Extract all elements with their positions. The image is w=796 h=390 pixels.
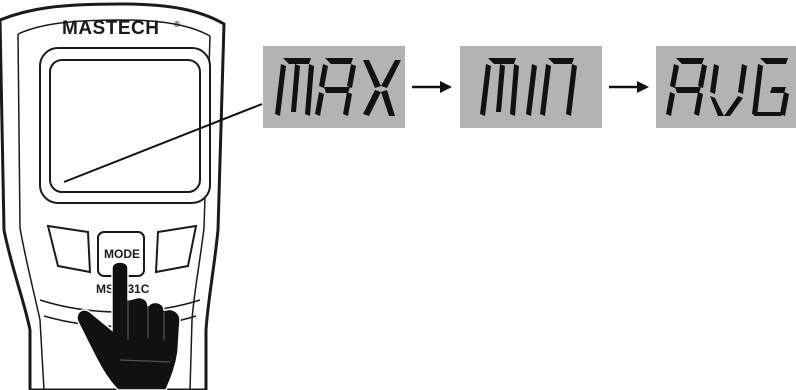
sequence-label-min: MIN xyxy=(530,139,532,141)
segment-glyph-a xyxy=(315,58,356,116)
panel-segments xyxy=(275,58,401,116)
display-panel-min xyxy=(460,46,602,128)
panel-segments xyxy=(480,58,577,116)
pressing-hand-icon xyxy=(76,261,181,390)
display-panel-avg xyxy=(656,46,796,128)
segment-glyph-i xyxy=(526,64,537,116)
segment-glyph-v xyxy=(710,64,747,116)
left-button[interactable] xyxy=(46,224,92,274)
segment-glyph-x xyxy=(363,60,401,116)
panel-segments xyxy=(666,58,789,116)
callout-line xyxy=(63,103,263,183)
mode-button-label: MODE xyxy=(104,247,140,261)
display-panel-max xyxy=(263,46,405,128)
lcd-screen xyxy=(49,59,201,193)
arrow-min-to-avg xyxy=(609,81,649,93)
brand-label: MASTECH xyxy=(62,18,159,39)
segment-glyph-g xyxy=(752,58,789,116)
sequence-label-avg: AVG xyxy=(725,138,727,141)
sequence-label-max: MAX xyxy=(333,138,336,141)
segment-glyph-n xyxy=(540,58,577,116)
segment-glyph-m xyxy=(480,58,519,116)
brand-registered-mark: ® xyxy=(174,20,180,29)
right-button[interactable] xyxy=(154,224,198,274)
device-inner-rim-left xyxy=(17,33,45,390)
segment-glyph-a xyxy=(666,58,707,116)
arrow-max-to-min xyxy=(412,81,452,93)
segment-glyph-m xyxy=(275,58,314,116)
device-inner-rim xyxy=(17,19,211,390)
hand-shadow-line xyxy=(119,359,171,363)
